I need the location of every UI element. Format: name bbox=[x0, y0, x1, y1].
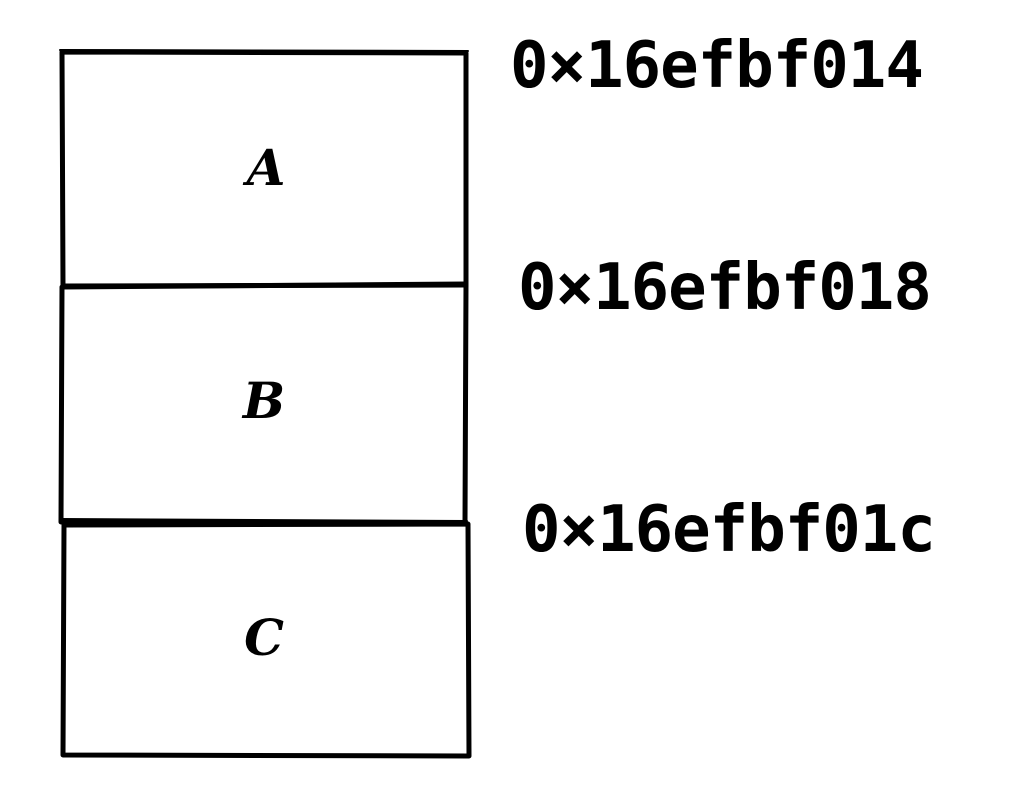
cell-c-label: C bbox=[244, 608, 284, 667]
cell-a-label: A bbox=[246, 138, 286, 197]
cell-b-label: B bbox=[242, 371, 286, 430]
cell-c-border bbox=[60, 521, 472, 759]
address-label-c: 0×16efbf01c bbox=[522, 493, 936, 567]
address-label-a: 0×16efbf014 bbox=[510, 29, 924, 103]
address-label-b: 0×16efbf018 bbox=[518, 251, 932, 325]
